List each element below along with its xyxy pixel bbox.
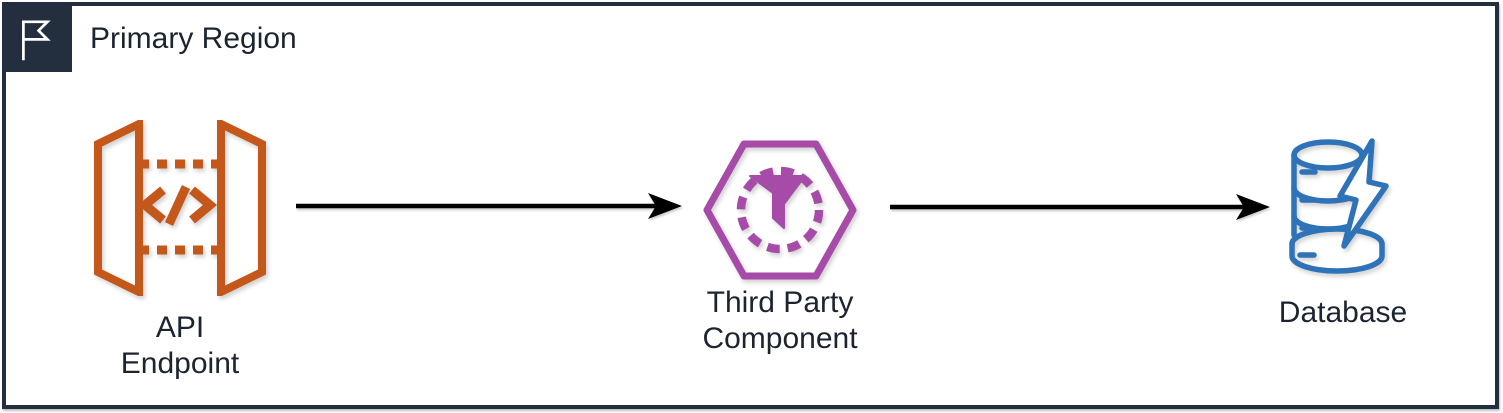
edge-thirdparty-to-database (890, 194, 1270, 220)
region-title: Primary Region (90, 22, 297, 55)
node-label-database: Database (1278, 296, 1408, 329)
flag-icon (22, 20, 51, 61)
node-api-endpoint: API Endpoint (93, 120, 267, 382)
node-third-party-component: Third Party Component (702, 137, 858, 357)
edge-api-to-thirdparty (296, 193, 682, 219)
api-gateway-endpoint-icon (94, 120, 266, 296)
database-lightning-icon (1289, 138, 1389, 274)
region-flag-badge (2, 2, 72, 72)
node-database: Database (1279, 138, 1407, 331)
node-label-api-endpoint: API Endpoint (120, 311, 240, 380)
node-label-third-party-component: Third Party Component (702, 286, 858, 355)
filter-hexagon-icon (703, 140, 857, 280)
